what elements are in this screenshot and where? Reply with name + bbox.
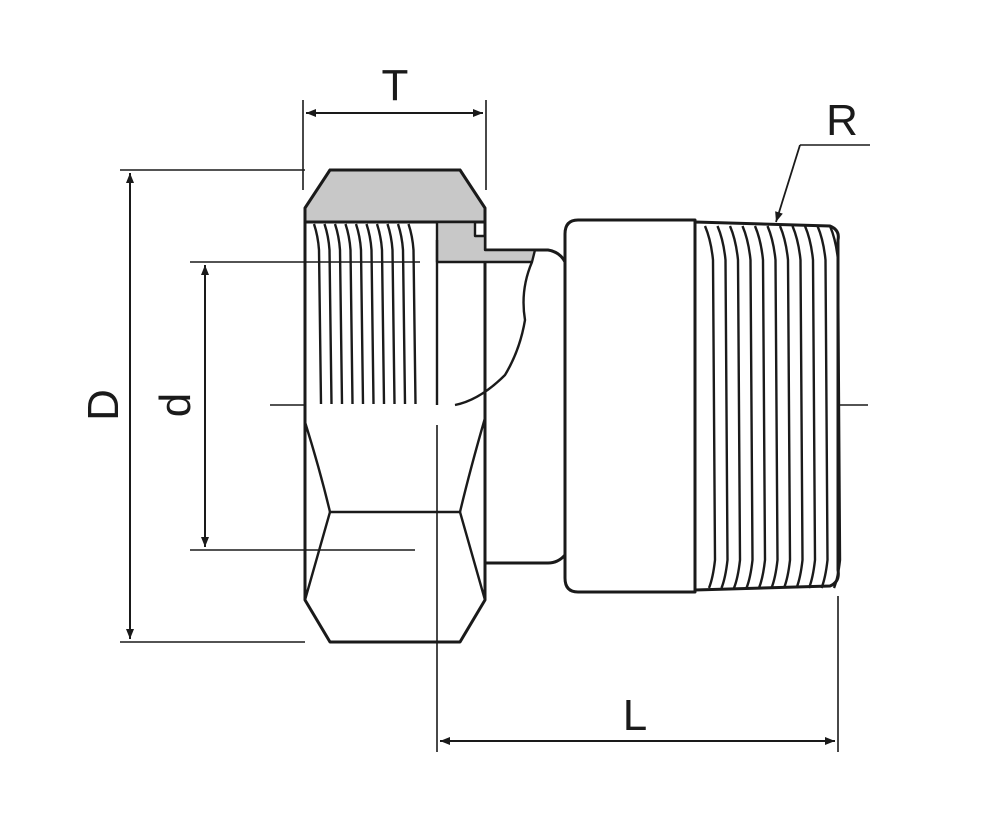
male-thread-line — [816, 225, 829, 589]
male-thread-line — [791, 225, 804, 589]
male-thread-line — [741, 225, 754, 589]
section-cut-shoulder — [435, 220, 537, 264]
label-L: L — [623, 691, 647, 740]
female-thread-line — [323, 223, 333, 405]
female-thread-line — [407, 223, 417, 405]
female-thread-line — [365, 223, 375, 405]
female-thread-line — [354, 223, 365, 405]
male-thread-line — [828, 225, 842, 589]
male-thread-line — [766, 225, 779, 589]
male-thread-lines — [703, 225, 842, 589]
male-thread-line — [728, 225, 742, 589]
female-thread-line — [344, 223, 354, 405]
female-thread-line — [375, 223, 386, 405]
label-d: d — [151, 393, 200, 417]
label-R: R — [826, 96, 858, 145]
dimension-D: D — [79, 169, 305, 643]
male-thread-line — [803, 225, 817, 589]
label-D: D — [79, 389, 128, 421]
male-thread-line — [753, 225, 767, 589]
hex-nut — [303, 168, 537, 644]
dimension-d: d — [151, 261, 420, 551]
male-thread-line — [716, 225, 729, 589]
male-thread-line — [778, 225, 792, 589]
female-thread-lines — [312, 223, 417, 405]
male-thread-line — [703, 225, 717, 589]
leader-R: R — [775, 96, 870, 223]
dimension-L: L — [436, 425, 839, 752]
female-thread-line — [386, 223, 396, 405]
label-T: T — [382, 61, 409, 110]
female-thread-line — [312, 223, 323, 405]
section-cut-top — [303, 168, 487, 224]
dimension-T: T — [302, 61, 487, 190]
male-thread-end — [693, 220, 842, 592]
female-thread-line — [333, 223, 344, 405]
female-thread-line — [396, 223, 407, 405]
body-cylinder — [483, 218, 697, 594]
